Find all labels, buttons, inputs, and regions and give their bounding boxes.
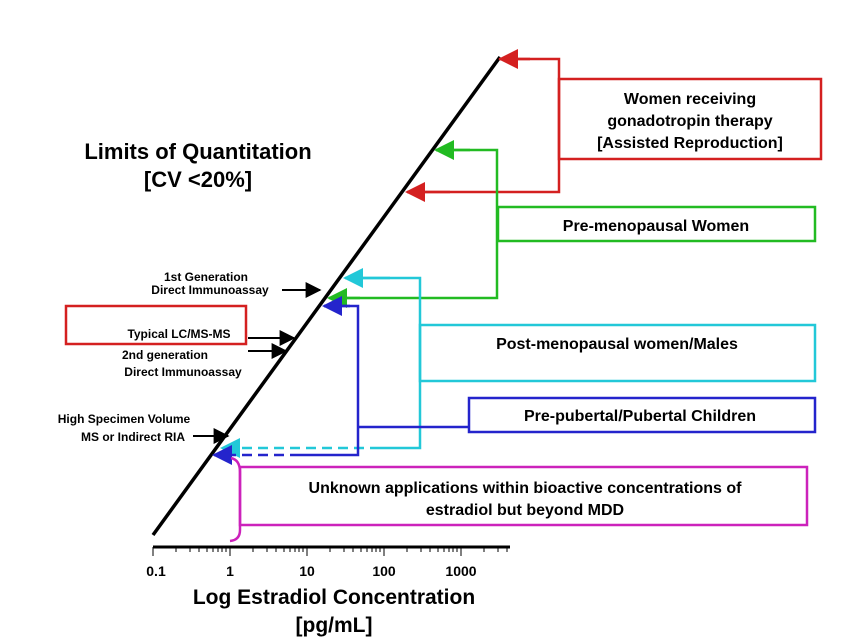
gonadotropin-label-line3: [Assisted Reproduction] xyxy=(597,135,783,152)
first-generation-label-line1: 1st Generation xyxy=(164,270,248,284)
postmenopausal-box xyxy=(418,323,817,383)
pubertal-box xyxy=(467,396,817,434)
second-generation-label-line1: 2nd generation xyxy=(122,348,208,362)
x-axis: 0.1 1 10 100 1000 Log Estradiol Concentr… xyxy=(146,545,510,637)
gonadotropin-label-line1: Women receiving xyxy=(624,91,756,108)
x-tick-label: 1 xyxy=(226,563,234,579)
lcms-highlight-box xyxy=(64,304,248,346)
title-line1: Limits of Quantitation xyxy=(84,139,311,164)
lcms-label: Typical LC/MS-MS xyxy=(127,327,230,341)
x-tick-label: 0.1 xyxy=(146,563,166,579)
method-lcms: Typical LC/MS-MS xyxy=(64,304,296,346)
unknown-box xyxy=(238,465,809,527)
premenopausal-bracket xyxy=(330,148,499,300)
gonadotropin-label-line2: gonadotropin therapy xyxy=(607,113,772,130)
group-premenopausal: Pre-menopausal Women xyxy=(327,140,817,308)
group-gonadotropin: Women receiving gonadotropin therapy [As… xyxy=(405,49,823,202)
x-tick-label: 1000 xyxy=(445,563,476,579)
x-tick-label: 100 xyxy=(372,563,396,579)
group-postmenopausal: Post-menopausal women/Males xyxy=(220,268,817,458)
premenopausal-label: Pre-menopausal Women xyxy=(563,218,749,235)
pubertal-bracket xyxy=(300,304,360,457)
group-pubertal: Pre-pubertal/Pubertal Children xyxy=(212,296,817,465)
group-unknown: Unknown applications within bioactive co… xyxy=(229,456,809,543)
x-axis-ticks xyxy=(152,547,508,556)
title-line2: [CV <20%] xyxy=(144,167,252,192)
first-generation-label-line2: Direct Immunoassay xyxy=(151,283,269,297)
unknown-label-line2: estradiol but beyond MDD xyxy=(426,502,624,519)
x-axis-title-line2: [pg/mL] xyxy=(296,614,373,637)
high-volume-label-line1: High Specimen Volume xyxy=(58,412,191,426)
method-second-generation: 2nd generation Direct Immunoassay xyxy=(122,343,288,379)
method-high-volume: High Specimen Volume MS or Indirect RIA xyxy=(58,412,230,444)
premenopausal-box xyxy=(496,205,817,243)
pubertal-label: Pre-pubertal/Pubertal Children xyxy=(524,408,756,425)
unknown-brace xyxy=(229,456,242,543)
x-axis-title-line1: Log Estradiol Concentration xyxy=(193,586,475,609)
unknown-label-line1: Unknown applications within bioactive co… xyxy=(309,480,743,497)
method-first-generation: 1st Generation Direct Immunoassay xyxy=(151,270,322,298)
high-volume-label-line2: MS or Indirect RIA xyxy=(81,430,185,444)
postmenopausal-label: Post-menopausal women/Males xyxy=(496,336,738,353)
second-generation-label-line2: Direct Immunoassay xyxy=(124,365,242,379)
x-tick-label: 10 xyxy=(299,563,315,579)
